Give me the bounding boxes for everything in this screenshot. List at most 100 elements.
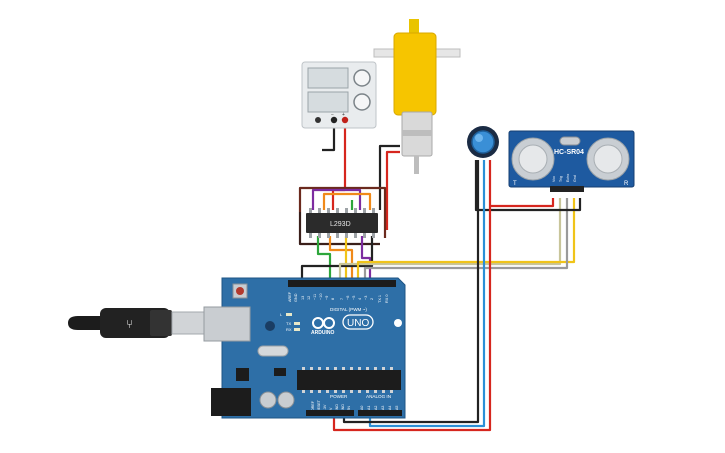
power-header-label: POWER bbox=[330, 394, 348, 399]
wire-olive-long[interactable] bbox=[338, 198, 562, 282]
crystal-oscillator bbox=[257, 345, 289, 357]
motor-shaft-bottom bbox=[414, 156, 419, 174]
pin-label-gnd: GND bbox=[294, 293, 298, 302]
wire-l293d-black[interactable] bbox=[300, 236, 374, 282]
led-l bbox=[286, 313, 292, 316]
wire-sensor-red[interactable] bbox=[490, 198, 555, 208]
led-l-label: L bbox=[280, 312, 283, 317]
wire-gray-sensor[interactable] bbox=[363, 198, 569, 282]
pin-label-3v3: 3.3V bbox=[323, 404, 327, 412]
pin-label-aref: AREF bbox=[288, 291, 292, 302]
psu-knob-voltage[interactable] bbox=[353, 69, 371, 87]
wire-l293d-purple-top[interactable] bbox=[311, 188, 362, 210]
l293d-label: L293D bbox=[330, 221, 351, 228]
arduino-logo-icon bbox=[312, 317, 335, 329]
pin-label-13: 13 bbox=[301, 296, 305, 300]
led-rx bbox=[294, 328, 300, 331]
pin-label-2: 2 bbox=[370, 298, 374, 300]
pin-label-gnd-2: GND bbox=[341, 404, 345, 412]
sensor-pin-trig: Trig bbox=[559, 176, 563, 182]
wire-l293d-green[interactable] bbox=[316, 236, 332, 282]
l293d-driver[interactable]: L293D bbox=[306, 208, 378, 238]
pin-label-10: ~10 bbox=[319, 294, 323, 300]
sensor-pin-vcc: Vcc bbox=[552, 176, 556, 182]
atmega-pins bbox=[302, 367, 393, 393]
pin-label-9: ~9 bbox=[325, 296, 329, 300]
voltage-regulator bbox=[236, 368, 249, 381]
wire-pot-blue[interactable] bbox=[368, 160, 486, 428]
arduino-analog-header bbox=[358, 410, 402, 416]
wire-sensor-black[interactable] bbox=[474, 160, 582, 212]
analog-header-label: ANALOG IN bbox=[366, 394, 391, 399]
usb-plug-ridge bbox=[150, 310, 172, 336]
dc-motor[interactable] bbox=[373, 19, 461, 174]
sensor-model-label: HC-SR04 bbox=[554, 149, 584, 156]
pin-label-vin: VIN bbox=[347, 406, 351, 412]
pin-label-12: 12 bbox=[307, 296, 311, 300]
pin-label-ioref: IOREF bbox=[311, 400, 315, 412]
psu-minus-label: − bbox=[331, 112, 334, 118]
pin-label-tx1: TX 1 bbox=[378, 295, 382, 303]
pin-label-11: ~11 bbox=[313, 294, 317, 300]
sensor-transmitter-mesh bbox=[518, 144, 548, 174]
led-rx-label: RX bbox=[286, 327, 292, 332]
sensor-pin-gnd: Gnd bbox=[573, 175, 577, 182]
pin-label-a3: A3 bbox=[381, 406, 385, 410]
wire-l293d-orange-top[interactable] bbox=[322, 192, 372, 210]
pin-label-a4: A4 bbox=[388, 406, 392, 410]
usb-cable-tail bbox=[68, 316, 100, 330]
l293d-bottom-pins bbox=[309, 232, 375, 238]
arduino-uno[interactable]: AREF GND 13 12 ~11 ~10 ~9 8 7 ~6 ~5 4 ~3… bbox=[203, 277, 406, 419]
wire-motor-black[interactable] bbox=[378, 144, 400, 210]
psu-terminal-plus[interactable] bbox=[341, 116, 349, 124]
mounting-hole-top bbox=[265, 321, 275, 331]
capacitor-1 bbox=[259, 391, 277, 409]
mounting-hole-right bbox=[394, 319, 402, 327]
wire-yellow-sensor[interactable] bbox=[356, 198, 576, 282]
usb-cable[interactable]: ⑂ bbox=[68, 308, 207, 338]
wire-motor-red[interactable] bbox=[385, 150, 400, 230]
arduino-digital-header bbox=[288, 280, 396, 287]
wire-l293d-brown-loop[interactable] bbox=[298, 212, 380, 246]
sensor-pin-echo: Echo bbox=[566, 174, 570, 182]
uno-badge bbox=[342, 314, 374, 330]
arduino-dc-jack[interactable] bbox=[211, 388, 251, 416]
psu-display-top bbox=[307, 67, 349, 89]
sensor-r-mark: R bbox=[624, 181, 629, 187]
pin-label-a2: A2 bbox=[374, 406, 378, 410]
arduino-power-header bbox=[306, 410, 354, 416]
sensor-t-mark: T bbox=[513, 181, 517, 187]
icsp-header bbox=[274, 368, 286, 376]
pot-knob[interactable] bbox=[471, 130, 495, 154]
pot-knob-highlight bbox=[475, 134, 483, 142]
pin-label-rx0: RX 0 bbox=[385, 295, 389, 303]
pin-label-a1: A1 bbox=[367, 406, 371, 410]
led-tx-label: TX bbox=[286, 321, 291, 326]
wire-l293d-brown[interactable] bbox=[298, 186, 387, 238]
digital-header-label: DIGITAL (PWM ~) bbox=[330, 307, 367, 312]
pin-label-gnd-1: GND bbox=[335, 404, 339, 412]
arduino-usb-port[interactable] bbox=[203, 306, 251, 342]
power-supply[interactable]: − + bbox=[301, 61, 377, 129]
atmega-chip bbox=[297, 370, 401, 390]
pin-label-3: ~3 bbox=[364, 296, 368, 300]
motor-gearbox bbox=[393, 32, 437, 116]
pin-label-8: 8 bbox=[331, 298, 335, 300]
wire-psu-black[interactable] bbox=[322, 122, 336, 152]
psu-display-bottom bbox=[307, 91, 349, 113]
wire-pot-red[interactable] bbox=[332, 160, 492, 432]
pin-label-a5: A5 bbox=[395, 406, 399, 410]
wire-l293d-purple[interactable] bbox=[360, 236, 372, 282]
ultrasonic-sensor[interactable]: HC-SR04 T R Vcc Trig Echo Gnd bbox=[508, 130, 635, 192]
l293d-top-pins bbox=[309, 208, 375, 214]
digital-pin-labels: AREF GND 13 12 ~11 ~10 ~9 8 7 ~6 ~5 4 ~3… bbox=[288, 291, 389, 303]
psu-knob-current[interactable] bbox=[353, 93, 371, 111]
pin-label-5: ~5 bbox=[352, 296, 356, 300]
arduino-reset-cap[interactable] bbox=[236, 287, 244, 295]
potentiometer[interactable] bbox=[467, 126, 499, 158]
psu-terminal-minus[interactable] bbox=[330, 116, 338, 124]
pin-label-4: 4 bbox=[358, 298, 362, 300]
psu-terminal-ground[interactable] bbox=[315, 117, 321, 123]
capacitor-2 bbox=[277, 391, 295, 409]
